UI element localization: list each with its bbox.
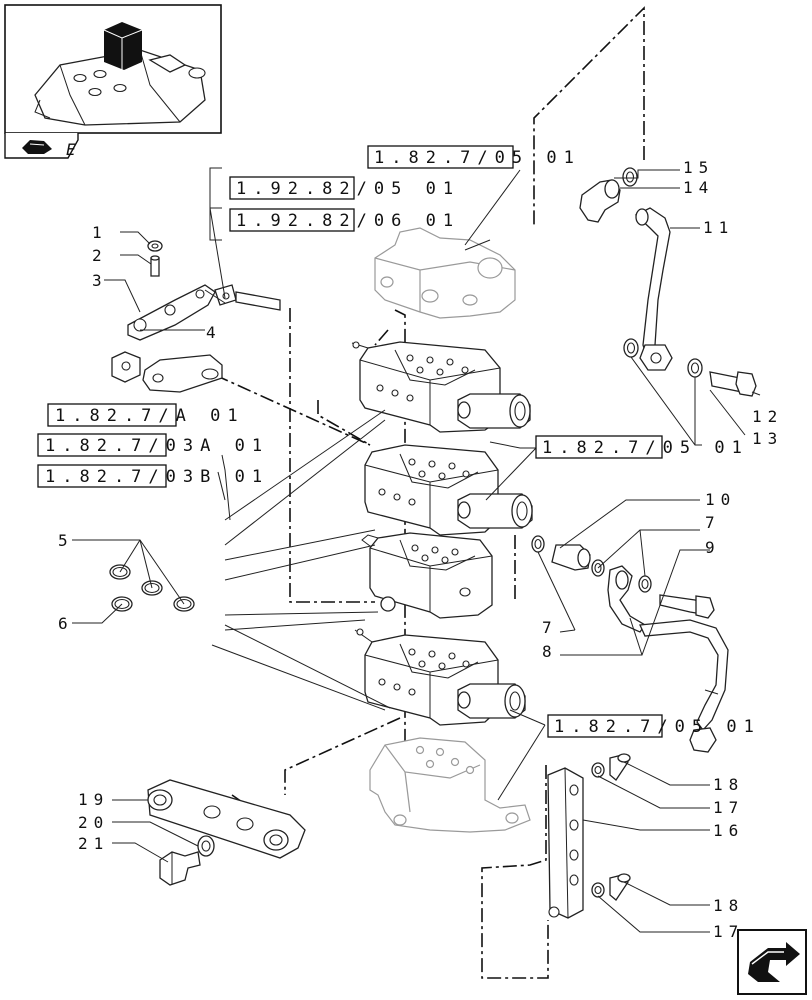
thumbnail-housing [34,49,206,126]
valve-end-cover[interactable] [369,737,531,833]
assembly-lines [214,6,645,979]
part-14-elbow-fitting[interactable] [579,179,621,223]
corner-label: E [66,140,82,159]
label-part-11: 11 [703,218,734,237]
part-12-banjo-bolt[interactable] [709,371,757,397]
part-10-adapter[interactable] [551,544,591,571]
part-16-plate[interactable] [547,767,584,919]
part-13-washer[interactable] [623,338,703,378]
part-19-link-bar[interactable] [147,779,306,859]
part-15-washer[interactable] [622,167,638,187]
label-part-14: 14 [683,178,714,197]
label-part-19: 19 [78,790,109,809]
next-page-arrow-icon[interactable] [737,929,807,995]
part-11-pipe[interactable] [634,207,673,371]
valve-section-4[interactable] [354,628,526,726]
part-1-washer[interactable] [147,240,163,252]
label-part-15: 15 [683,158,714,177]
reference-labels: 1.82.7/05 01 1.92.82/05 01 1.92.82/06 01… [37,145,761,738]
reference-1: 1.82.7/05 01 [374,148,581,168]
label-part-7-top: 7 [705,513,721,532]
label-part-21: 21 [78,834,109,853]
label-part-5: 5 [58,531,74,550]
reference-2: 1.92.82/05 01 [236,179,460,199]
label-part-18-bottom: 18 [713,896,744,915]
label-part-2: 2 [92,246,108,265]
label-part-4: 4 [206,323,222,342]
label-part-9: 9 [705,538,721,557]
part-20-washer[interactable] [197,835,215,857]
reference-7: 1.82.7/05 01 [542,438,749,458]
thumbnail-highlight-block [103,22,143,70]
corner-tab: E [4,133,82,159]
valve-section-2[interactable] [364,444,533,536]
label-part-20: 20 [78,813,109,832]
label-part-6: 6 [58,614,74,633]
reference-5: 1.82.7/03A 01 [45,436,269,456]
part-18-screw[interactable] [609,753,631,901]
part-17-washer[interactable] [591,762,605,898]
valve-section-3[interactable] [361,532,493,619]
label-part-13: 13 [752,429,783,448]
hand-pointer-icon [22,140,52,154]
reference-8: 1.82.7/05 01 [554,717,761,737]
part-2-pin[interactable] [150,255,160,277]
valve-section-1[interactable] [351,341,531,433]
assembly-thumbnail[interactable] [4,4,222,134]
valve-top-cover[interactable] [374,227,516,319]
label-part-10: 10 [705,490,736,509]
label-part-7-bottom: 7 [542,618,558,637]
part-8-pipe-elbow[interactable] [607,565,646,633]
label-part-18-top: 18 [713,775,744,794]
reference-3: 1.92.82/06 01 [236,211,460,231]
part-9-pipe[interactable] [639,594,729,753]
part-7-o-ring[interactable] [531,535,652,593]
part-labels: 1 2 3 4 5 6 7 7 8 9 10 11 12 13 14 15 16… [58,158,783,941]
reference-6: 1.82.7/03B 01 [45,467,269,487]
reference-4: 1.82.7/A 01 [55,406,245,426]
label-part-17-top: 17 [713,798,744,817]
part-3-lever[interactable] [127,284,216,341]
label-part-16: 16 [713,821,744,840]
leader-lines [72,167,761,933]
label-part-17-bottom: 17 [713,922,744,941]
label-part-12: 12 [752,407,783,426]
label-part-1: 1 [92,223,108,242]
part-21-bolt[interactable] [159,851,201,886]
part-4-bracket[interactable] [111,351,223,393]
label-part-8: 8 [542,642,558,661]
label-part-3: 3 [92,271,108,290]
